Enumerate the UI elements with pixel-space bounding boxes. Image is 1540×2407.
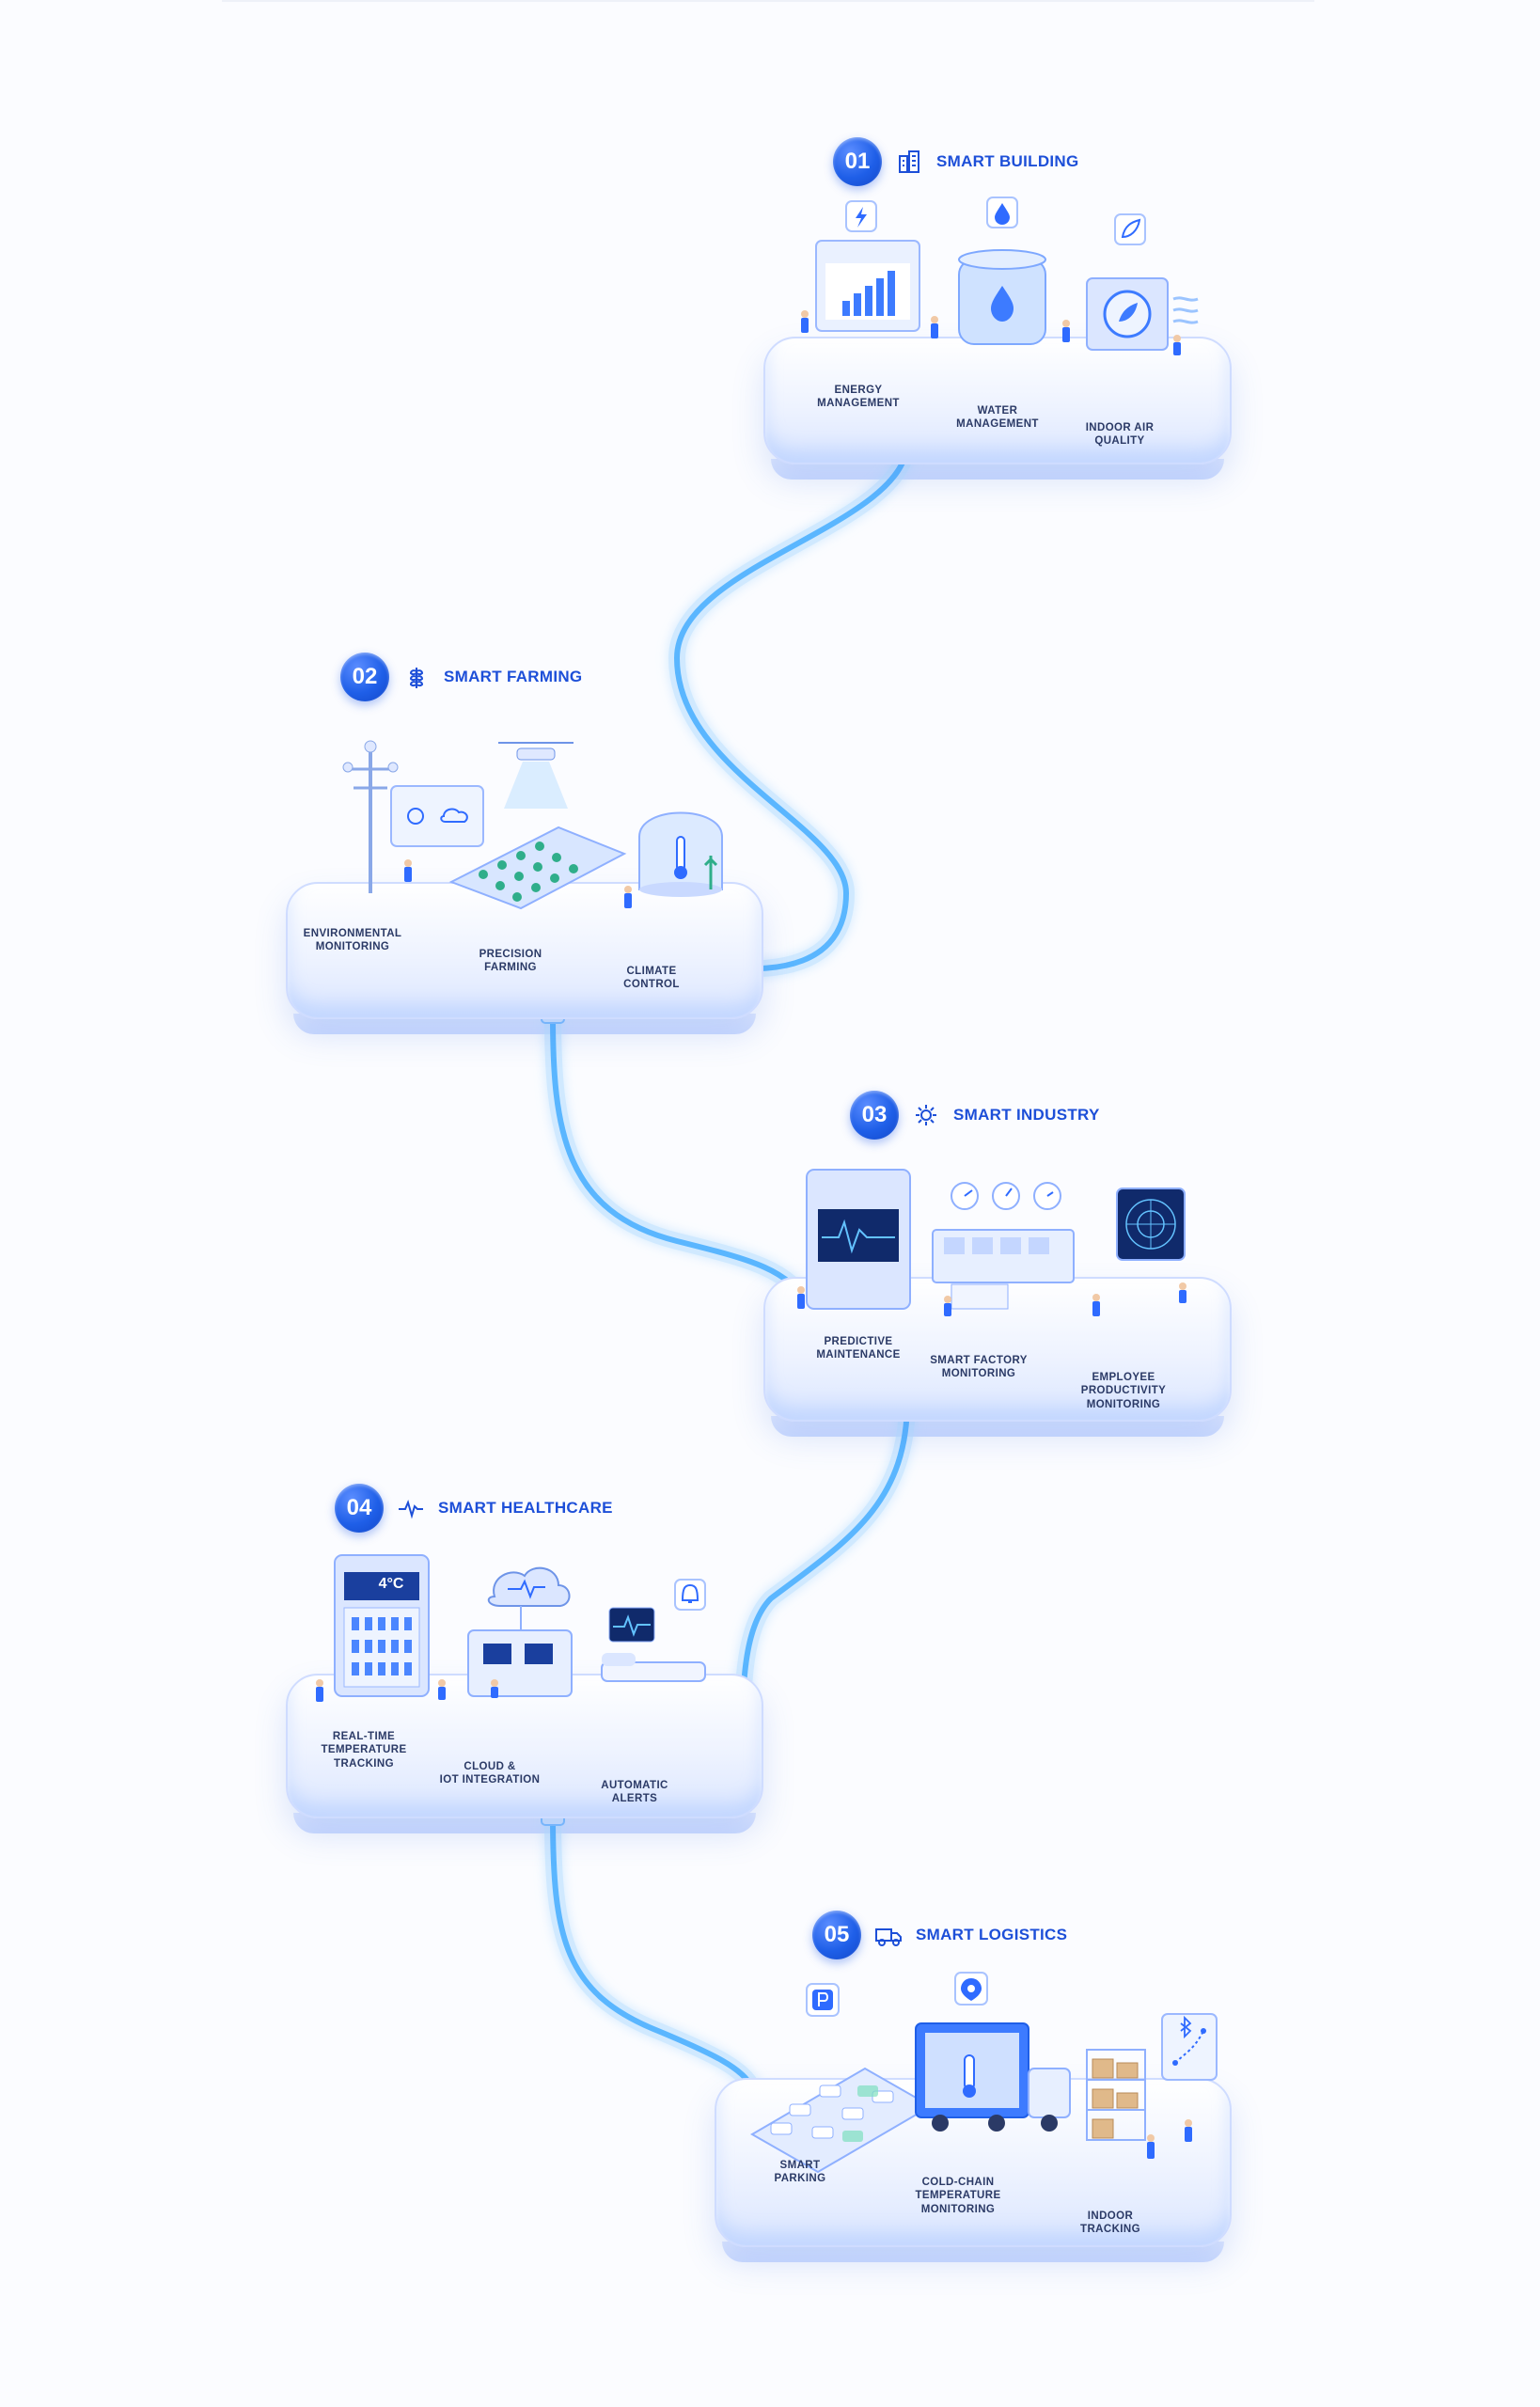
people bbox=[1147, 2119, 1192, 2159]
platform-label: ENVIRONMENTAL MONITORING bbox=[303, 928, 402, 953]
section-02-header: 02 SMART FARMING bbox=[340, 653, 582, 701]
tracking-screen bbox=[1161, 2013, 1218, 2081]
platform-label: WATER MANAGEMENT bbox=[956, 405, 1039, 431]
platform-label: INDOOR TRACKING bbox=[1080, 2210, 1140, 2236]
section-title: SMART INDUSTRY bbox=[953, 1106, 1100, 1124]
section-number-badge: 02 bbox=[340, 653, 389, 701]
section-number-badge: 04 bbox=[335, 1484, 384, 1533]
bluetooth-icon bbox=[1180, 2015, 1192, 2039]
warehouse-shelves bbox=[1086, 2049, 1146, 2141]
leaf-icon bbox=[1114, 213, 1146, 245]
section-03-header: 03 SMART INDUSTRY bbox=[850, 1091, 1100, 1140]
factory-line bbox=[932, 1229, 1075, 1310]
medical-fridge bbox=[334, 1554, 430, 1697]
smart-logistics-scene bbox=[715, 1965, 1228, 2181]
platform-label: CLOUD & IOT INTEGRATION bbox=[439, 1761, 541, 1786]
weather-station bbox=[342, 740, 399, 893]
cold-chain-truck bbox=[915, 2022, 1071, 2132]
platform-label: EMPLOYEE PRODUCTIVITY MONITORING bbox=[1080, 1372, 1167, 1410]
section-title: SMART HEALTHCARE bbox=[438, 1499, 613, 1517]
fridge-temperature-readout: 4°C bbox=[378, 1576, 404, 1592]
gauges bbox=[951, 1182, 1061, 1210]
weather-screen bbox=[390, 785, 484, 847]
smart-building-scene bbox=[763, 188, 1228, 376]
people bbox=[316, 1679, 498, 1702]
smart-farming-scene bbox=[286, 715, 760, 931]
section-title: SMART BUILDING bbox=[936, 152, 1079, 170]
platform-label: CLIMATE CONTROL bbox=[623, 966, 680, 991]
wheat-icon bbox=[402, 663, 431, 691]
truck-icon bbox=[874, 1921, 903, 1949]
energy-dashboard-screen bbox=[815, 240, 920, 332]
section-number-badge: 05 bbox=[812, 1911, 861, 1959]
platform-label: SMART FACTORY MONITORING bbox=[930, 1355, 1028, 1380]
top-divider bbox=[222, 0, 1314, 2]
drone bbox=[498, 742, 574, 809]
smart-healthcare-scene bbox=[286, 1542, 760, 1739]
bell-icon bbox=[674, 1579, 706, 1611]
people bbox=[404, 859, 632, 908]
crop-beds bbox=[448, 826, 627, 910]
greenhouse-dome bbox=[638, 811, 723, 897]
platform-label: PREDICTIVE MAINTENANCE bbox=[816, 1336, 901, 1361]
platform-label: INDOOR AIR QUALITY bbox=[1085, 422, 1155, 448]
cloud-server bbox=[467, 1566, 573, 1697]
platform-label: AUTOMATIC ALERTS bbox=[601, 1780, 668, 1805]
platform-label: ENERGY MANAGEMENT bbox=[817, 385, 900, 410]
platform-label: COLD-CHAIN TEMPERATURE MONITORING bbox=[915, 2177, 1001, 2215]
section-title: SMART FARMING bbox=[444, 668, 583, 685]
radar-screen bbox=[1116, 1188, 1186, 1261]
platform-label: SMART PARKING bbox=[774, 2160, 826, 2185]
section-number-badge: 03 bbox=[850, 1091, 899, 1140]
platform-label: PRECISION FARMING bbox=[479, 949, 542, 974]
lightning-icon bbox=[845, 200, 877, 232]
heartbeat-icon bbox=[397, 1494, 425, 1522]
location-pin-icon bbox=[954, 1972, 988, 2006]
section-04-header: 04 SMART HEALTHCARE bbox=[335, 1484, 613, 1533]
platform-label: REAL-TIME TEMPERATURE TRACKING bbox=[321, 1731, 407, 1770]
parking-lot bbox=[750, 2067, 933, 2174]
people bbox=[797, 1282, 1186, 1316]
smart-industry-scene bbox=[763, 1153, 1228, 1341]
people bbox=[801, 310, 1181, 355]
water-tank bbox=[958, 249, 1046, 345]
water-drop-icon bbox=[986, 197, 1018, 228]
building-icon bbox=[895, 148, 923, 176]
section-title: SMART LOGISTICS bbox=[916, 1926, 1068, 1943]
industrial-machine bbox=[806, 1169, 911, 1310]
gear-icon bbox=[912, 1101, 940, 1129]
parking-icon bbox=[806, 1983, 840, 2017]
air-purifier-unit bbox=[1086, 277, 1199, 351]
section-05-header: 05 SMART LOGISTICS bbox=[812, 1911, 1067, 1959]
section-01-header: 01 SMART BUILDING bbox=[833, 137, 1079, 186]
hospital-bed bbox=[601, 1607, 706, 1682]
section-number-badge: 01 bbox=[833, 137, 882, 186]
